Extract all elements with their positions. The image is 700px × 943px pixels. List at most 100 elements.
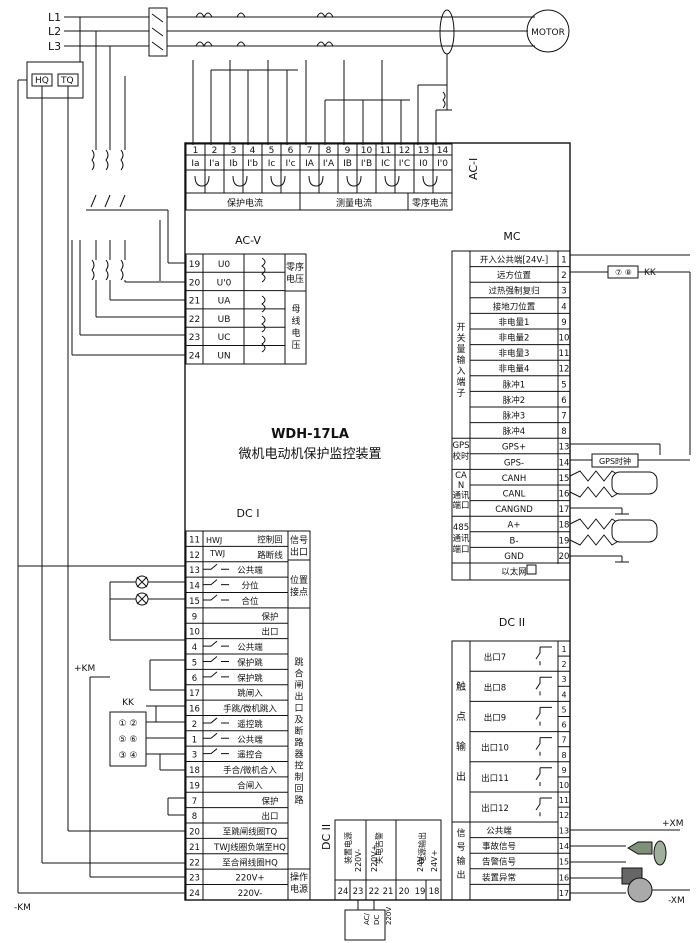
dc-ii-signal-num: 14: [559, 842, 569, 851]
ac-i-title: AC-I: [467, 158, 480, 180]
ac-i-group-protection: 保护电流: [227, 197, 263, 209]
mc-side-char: 入: [456, 366, 465, 377]
power-output-label: 电源输出: [417, 832, 427, 864]
mc-row-num: 2: [561, 271, 566, 281]
ac-i-terminal-label: I'B: [361, 159, 372, 169]
dc-ii-bottom-label: 24V+: [430, 850, 439, 872]
dc-ii-signal-label: 装置异常: [482, 872, 516, 883]
mc-row-label: A+: [508, 521, 521, 531]
dc-ii-title: DC II: [499, 616, 525, 629]
ac-i-terminal-label: Ib: [229, 159, 238, 169]
ac-v-terminal-label: U0: [218, 260, 231, 270]
dc-i-terminal-label: 合位: [241, 596, 259, 607]
ac-v-terminal-num: 22: [189, 315, 200, 325]
ac-i-coil-icon: [194, 175, 210, 187]
output-contact-icon: [535, 767, 552, 786]
dc-i-terminal-num: 20: [189, 828, 200, 838]
ac-i-block: 1Ia2I'a3Ib4I'b5Ic6I'c7IA8I'A9IB10I'B11IC…: [185, 143, 480, 211]
loss-alarm-label: 失电告警: [374, 832, 384, 864]
dc-ii-output-label: 出口9: [484, 713, 506, 724]
dc-ii-output-label: 出口7: [484, 652, 506, 663]
op-power-l2: 电源: [290, 883, 308, 895]
dc-i-terminal-num: 11: [189, 536, 200, 546]
motor-icon: [526, 9, 570, 53]
dc-ii-output-num: 9: [561, 766, 566, 775]
contact-icon: [203, 594, 229, 601]
dc-i-terminal-num: 18: [189, 766, 200, 776]
ac-i-terminal-num: 7: [307, 146, 313, 156]
dc-i-terminal-label: 出口: [261, 627, 278, 638]
dc-i-terminal-label: 路断线: [257, 550, 283, 561]
dc-ii-bottom-num: 24: [338, 887, 349, 897]
mc-row-label: 脉冲4: [503, 426, 525, 437]
ac-i-coil-icon: [384, 175, 400, 187]
mc-row-num: 16: [559, 490, 570, 500]
mc-row-label: 远方位置: [497, 270, 532, 281]
dc-i-terminal-label: TWJ线圈负端至HQ: [213, 842, 286, 853]
dc-i-terminal-num: 15: [189, 597, 200, 607]
dc-ii-signal-num: 16: [559, 873, 569, 882]
dc-ii-bottom-num: 18: [429, 887, 440, 897]
dc-i-terminal-num: 16: [189, 705, 200, 715]
bell-icon: [627, 877, 653, 903]
dc-ii-output-num: 11: [559, 796, 569, 805]
rs485-cable: [611, 519, 658, 543]
dc-i-terminal-num: 23: [189, 874, 200, 884]
dc-i-terminal-num: 12: [189, 551, 200, 561]
trip-close-char: 器: [294, 749, 303, 760]
dc-ii-bottom-num: 22: [369, 887, 380, 897]
dc-ii-output-num: 6: [561, 721, 566, 730]
dc-i-terminal-label: 合闸入: [237, 780, 263, 791]
dc-ii-bottom-num: 23: [353, 887, 364, 897]
supply-l2: DC: [373, 915, 381, 925]
dc-i-terminal-label: 公共端: [237, 734, 263, 745]
mc-row-label: 非电量4: [499, 364, 530, 375]
dc-i-terminal-label: 保护跳: [237, 657, 263, 668]
hwj-label: HWJ: [206, 536, 222, 545]
bus-voltage-coil-icon: [261, 295, 266, 353]
mc-row-label: 过热强制复归: [488, 286, 539, 297]
dc-ii-signal-side-char: 信: [456, 827, 465, 839]
mc-side-char: 输: [456, 354, 465, 366]
contact-icon: [203, 748, 229, 755]
dc-i-terminal-num: 19: [189, 781, 200, 791]
ac-i-terminal-num: 14: [437, 146, 449, 156]
dc-ii-output-label: 出口10: [481, 743, 509, 754]
dc-i-terminal-num: 6: [192, 674, 197, 684]
kk-contacts-12: ① ②: [119, 719, 138, 729]
ac-i-terminal-num: 11: [380, 146, 391, 156]
ac-v-terminal-label: U'0: [217, 278, 232, 288]
dc-ii-output-num: 10: [559, 781, 569, 790]
dc-ii-signal-label: 告警信号: [482, 857, 516, 868]
can-cable: [611, 471, 658, 495]
ac-i-terminal-label: I'0: [437, 159, 448, 169]
dc-ii-output-num: 7: [561, 736, 566, 745]
dc-ii-signal-num: 17: [559, 889, 569, 898]
ac-i-terminal-label: I0: [419, 159, 428, 169]
ac-i-terminal-label: IB: [343, 159, 352, 169]
ac-i-terminal-num: 4: [250, 146, 256, 156]
contact-icon: [203, 732, 229, 739]
kk-contacts-56: ⑤ ⑥: [119, 735, 138, 745]
dc-ii-output-num: 8: [561, 751, 566, 760]
mc-row-label: B-: [510, 536, 519, 546]
twj-label: TWJ: [209, 549, 225, 558]
plus-xm-label: +XM: [662, 819, 683, 829]
ac-v-terminal-num: 23: [189, 333, 200, 343]
minus-xm-label: -XM: [668, 896, 685, 906]
mc-row-num: 13: [559, 443, 570, 453]
contact-icon: [203, 563, 229, 570]
mc-kk-label: KK: [644, 268, 657, 278]
output-contact-icon: [535, 706, 552, 726]
mc-row-num: 19: [559, 536, 570, 546]
minus-km-label: -KM: [14, 903, 31, 913]
bus-voltage-c2: 线: [291, 315, 300, 327]
dc-i-terminal-num: 4: [192, 643, 197, 653]
ac-i-group-measure: 测量电流: [336, 197, 372, 209]
trip-close-char: 合: [294, 668, 303, 680]
bus-voltage-c4: 压: [291, 340, 300, 351]
dc-i-external-wiring: +KM -KM KK ① ② ⑤ ⑥ ③ ④: [14, 565, 186, 913]
ac-i-terminal-num: 1: [193, 146, 199, 156]
